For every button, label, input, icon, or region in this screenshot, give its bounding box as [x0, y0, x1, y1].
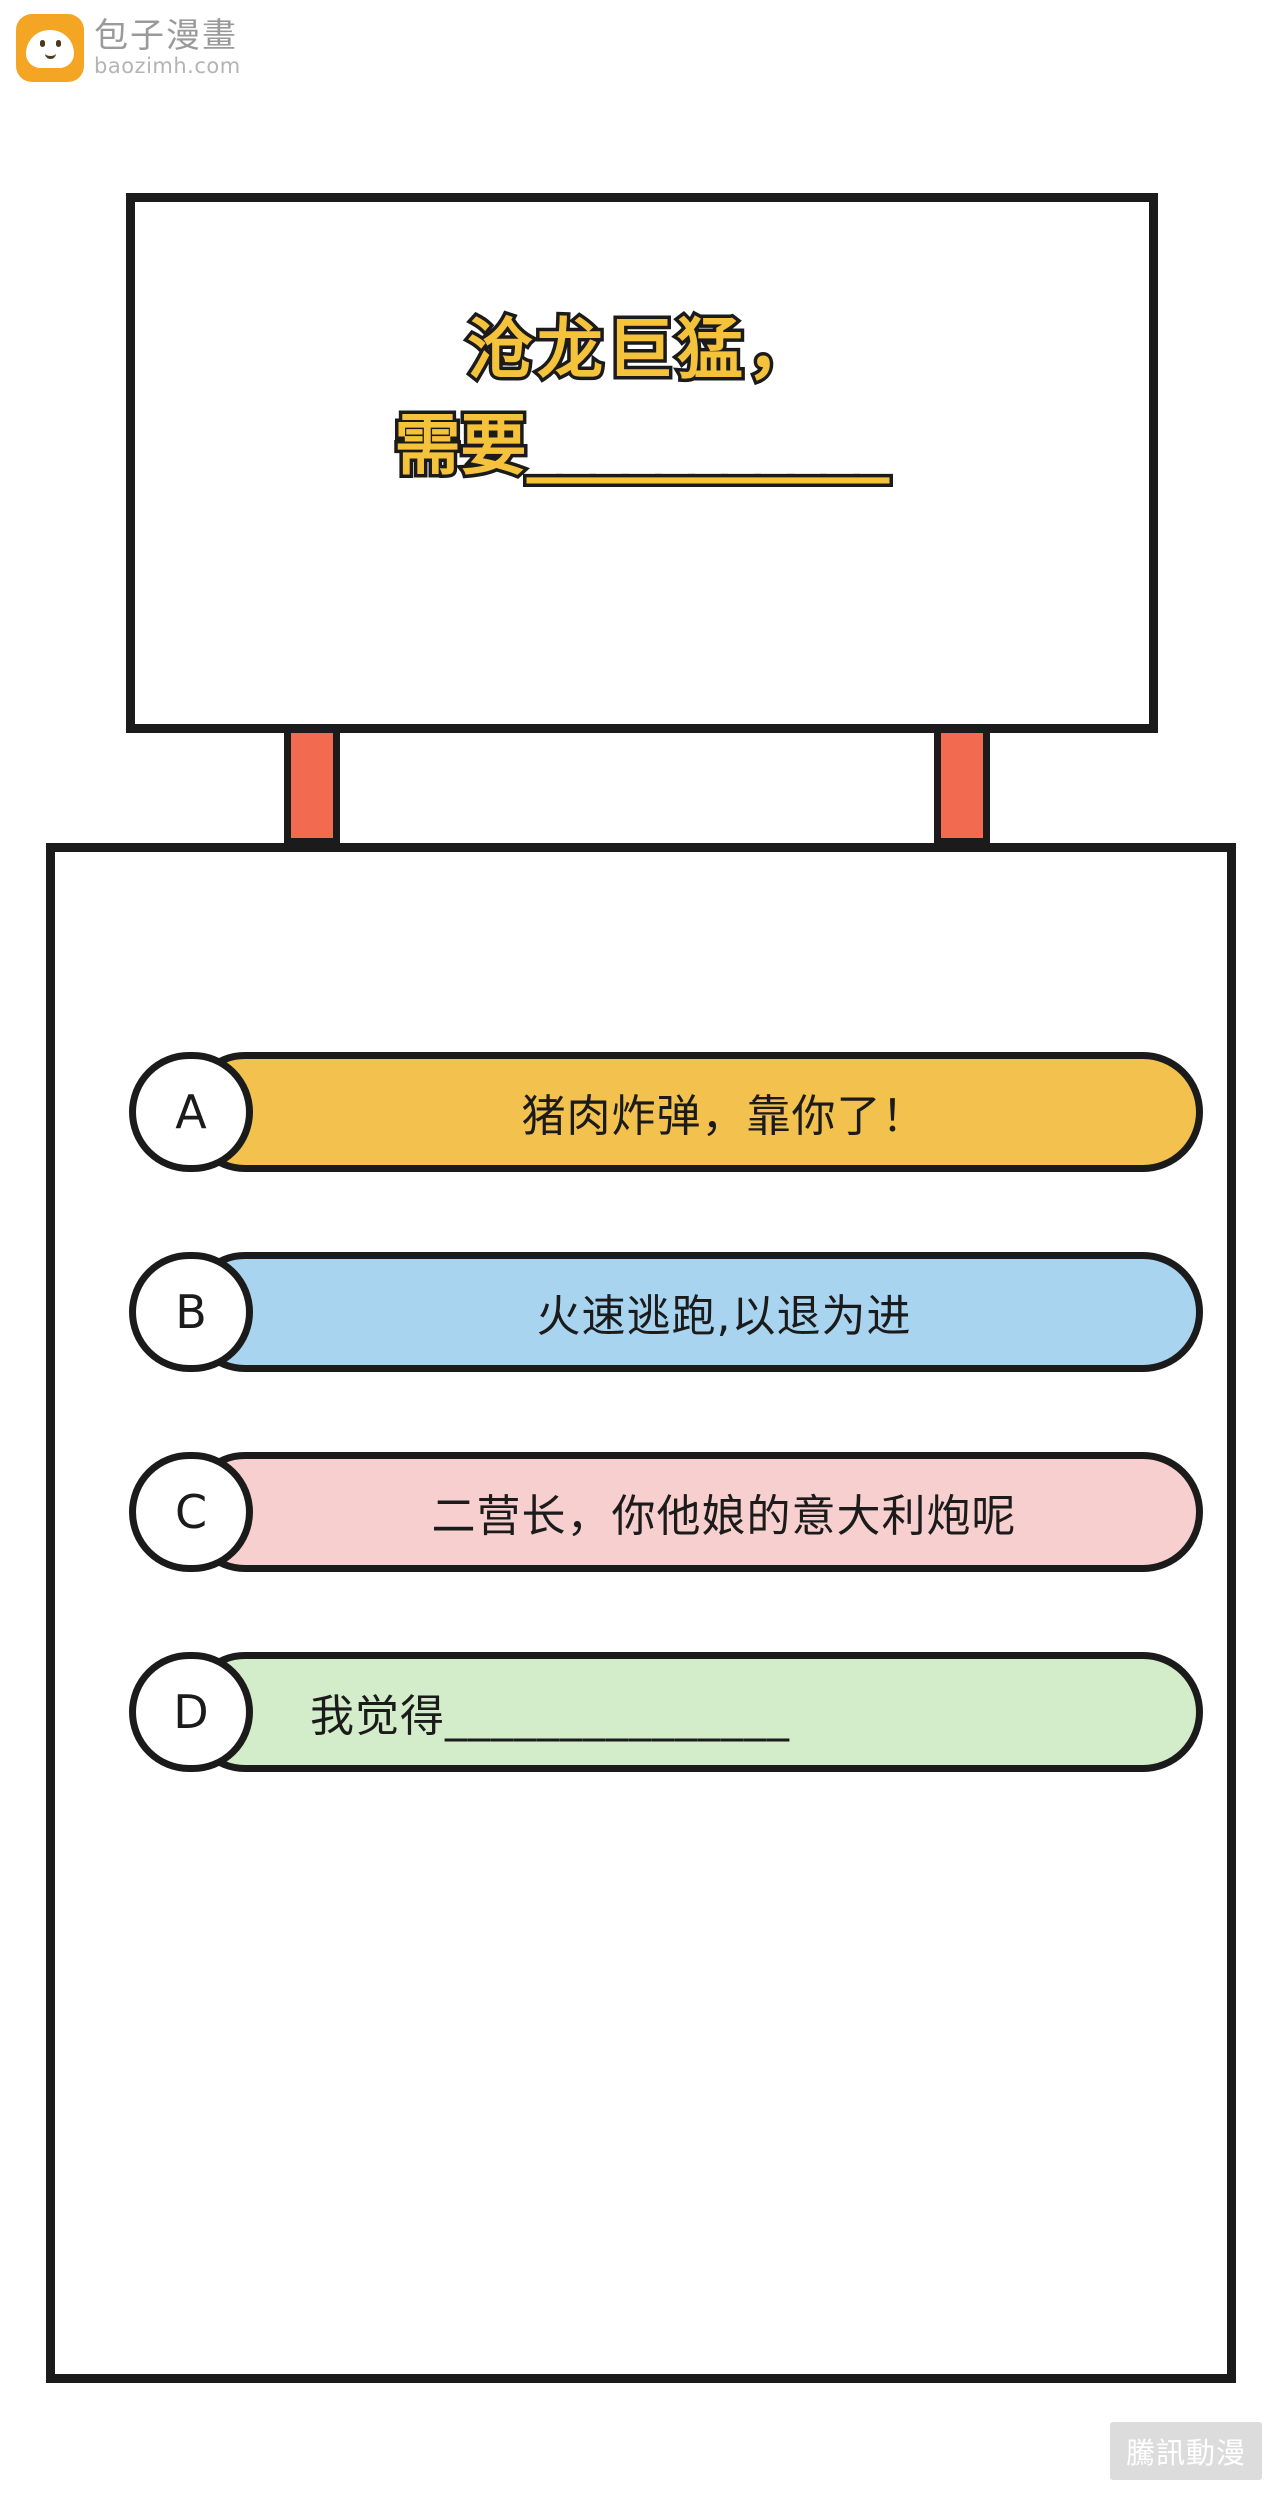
- watermark-cn-label: 包子漫畫: [94, 16, 238, 57]
- answer-row-b[interactable]: 火速逃跑,以退为进 B: [129, 1252, 1203, 1372]
- answer-label-b: 火速逃跑,以退为进: [536, 1291, 912, 1342]
- question-text-block: 沧龙巨猛， 需要___________: [135, 302, 1149, 493]
- answer-pill-a[interactable]: 猪肉炸弹，靠你了！: [185, 1052, 1203, 1172]
- bun-eye-left: [40, 40, 45, 47]
- answer-row-c[interactable]: 二营长，你他娘的意大利炮呢 C: [129, 1452, 1203, 1572]
- question-line-1: 沧龙巨猛，: [464, 308, 817, 392]
- sign-post-right: [934, 715, 990, 845]
- answer-label-c: 二营长，你他娘的意大利炮呢: [431, 1491, 1017, 1542]
- watermark-en-label: baozimh.com: [94, 53, 241, 78]
- answer-letter-d: D: [129, 1652, 253, 1772]
- answer-label-a: 猪肉炸弹，靠你了！: [521, 1091, 927, 1142]
- answer-pill-d[interactable]: 我觉得_______________: [185, 1652, 1203, 1772]
- watermark-text-block: 包子漫畫 baozimh.com: [94, 16, 241, 78]
- bun-eye-right: [56, 40, 61, 47]
- answer-letter-c: C: [129, 1452, 253, 1572]
- answer-letter-b: B: [129, 1252, 253, 1372]
- question-sign-board: 沧龙巨猛， 需要___________: [126, 193, 1158, 733]
- bun-logo-icon: [16, 14, 84, 82]
- watermark-top: 包子漫畫 baozimh.com: [16, 14, 241, 82]
- answer-row-a[interactable]: 猪肉炸弹，靠你了！ A: [129, 1052, 1203, 1172]
- answer-pill-b[interactable]: 火速逃跑,以退为进: [185, 1252, 1203, 1372]
- watermark-bottom: 騰訊動漫: [1109, 2422, 1262, 2480]
- answer-pill-c[interactable]: 二营长，你他娘的意大利炮呢: [185, 1452, 1203, 1572]
- answer-label-d: 我觉得_______________: [310, 1691, 790, 1742]
- bun-shape: [26, 30, 74, 68]
- answer-letter-a: A: [129, 1052, 253, 1172]
- bun-mouth: [45, 50, 56, 59]
- sign-post-left: [284, 715, 340, 845]
- answer-row-d[interactable]: 我觉得_______________ D: [129, 1652, 1203, 1772]
- question-line-2: 需要___________: [391, 403, 893, 487]
- answers-panel: 猪肉炸弹，靠你了！ A 火速逃跑,以退为进 B 二营长，你他娘的意大利炮呢 C …: [46, 843, 1236, 2383]
